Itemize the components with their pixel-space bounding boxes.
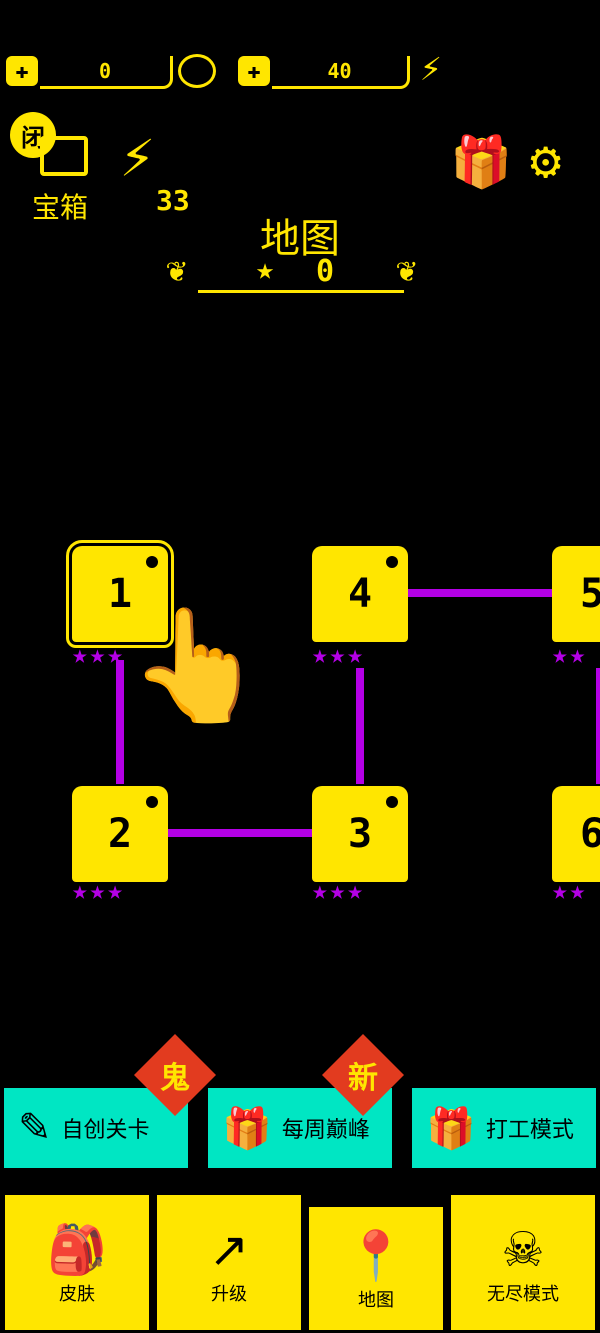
level-number: 2: [107, 811, 133, 857]
gift-icon[interactable]: 🎁: [450, 133, 513, 191]
level-stars-3: ★★★: [312, 876, 365, 906]
level-number: 4: [347, 571, 373, 617]
add-energy-icon[interactable]: ✚: [238, 56, 270, 86]
title-underline: [198, 290, 404, 293]
level-tile-2[interactable]: 2: [72, 786, 168, 882]
level-tile-3[interactable]: 3: [312, 786, 408, 882]
total-star-icon: ★: [256, 252, 275, 287]
boost-button[interactable]: ⚡ 33: [116, 124, 200, 220]
total-stars: 0: [316, 254, 335, 289]
mode-label: 自创关卡: [61, 1118, 150, 1143]
gift-icon: 🎁: [426, 1105, 476, 1152]
nav-label: 皮肤: [59, 1283, 95, 1305]
backpack-icon: 🎒: [47, 1221, 107, 1278]
mode-label: 每周巅峰: [281, 1118, 370, 1143]
path-5-6: [596, 668, 600, 784]
chest-badge: 闭: [10, 112, 56, 158]
level-number: 3: [347, 811, 373, 857]
page-title: 地图: [260, 216, 340, 262]
nav-label: 升级: [211, 1283, 247, 1305]
nav-map[interactable]: 📍 地图: [306, 1204, 446, 1333]
skull-icon: ☠: [501, 1221, 545, 1278]
level-tile-5[interactable]: 5: [552, 546, 600, 642]
tile-dot: [146, 556, 158, 568]
gear-icon[interactable]: ⚙: [530, 131, 562, 191]
nav-label: 地图: [358, 1289, 394, 1311]
custom-level-button[interactable]: ✎ 自创关卡: [4, 1088, 188, 1168]
laurel-left-icon: ❦: [166, 250, 187, 290]
path-3-4: [356, 668, 364, 784]
nav-label: 无尽模式: [487, 1283, 559, 1305]
level-stars-5: ★★: [552, 640, 588, 670]
work-mode-button[interactable]: 🎁 打工模式: [412, 1088, 596, 1168]
energy-value: 40: [272, 56, 410, 89]
level-stars-4: ★★★: [312, 640, 365, 670]
pointing-hand-icon: 👆: [128, 601, 265, 729]
path-1-2: [116, 660, 124, 784]
mode-label: 打工模式: [485, 1118, 574, 1143]
level-stars-6: ★★: [552, 876, 588, 906]
path-2-3: [168, 829, 312, 837]
edit-icon: ✎: [18, 1105, 52, 1151]
path-4-5: [408, 589, 552, 597]
level-stars-1: ★★★: [72, 640, 125, 670]
coin-value: 0: [40, 56, 173, 89]
level-tile-1[interactable]: 1: [66, 540, 174, 648]
level-stars-2: ★★★: [72, 876, 125, 906]
nav-skins[interactable]: 🎒 皮肤: [2, 1192, 152, 1333]
tile-dot: [386, 796, 398, 808]
chest-button[interactable]: 闭 宝箱: [10, 112, 100, 224]
chest-icon: [40, 136, 88, 176]
chest-label: 宝箱: [32, 191, 89, 224]
coin-stack-icon: [178, 54, 216, 88]
level-number: 1: [107, 571, 133, 617]
tile-dot: [146, 796, 158, 808]
map-pin-icon: 📍: [346, 1227, 406, 1284]
add-coins-icon[interactable]: ✚: [6, 56, 38, 86]
lightning-boost-icon: ⚡: [120, 122, 155, 190]
tile-dot: [386, 556, 398, 568]
badge-new-text: 新: [348, 1061, 378, 1096]
gift-icon: 🎁: [222, 1105, 272, 1152]
laurel-right-icon: ❦: [396, 250, 417, 290]
badge-ghost-text: 鬼: [160, 1061, 190, 1096]
level-tile-6[interactable]: 6: [552, 786, 600, 882]
nav-endless[interactable]: ☠ 无尽模式: [448, 1192, 598, 1333]
nav-upgrade[interactable]: ↗ 升级: [154, 1192, 304, 1333]
boost-count: 33: [156, 184, 190, 217]
lightning-icon: ⚡: [420, 48, 442, 89]
trend-up-icon: ↗: [208, 1221, 250, 1278]
level-number: 6: [580, 811, 600, 857]
level-number: 5: [580, 571, 600, 617]
level-tile-4[interactable]: 4: [312, 546, 408, 642]
